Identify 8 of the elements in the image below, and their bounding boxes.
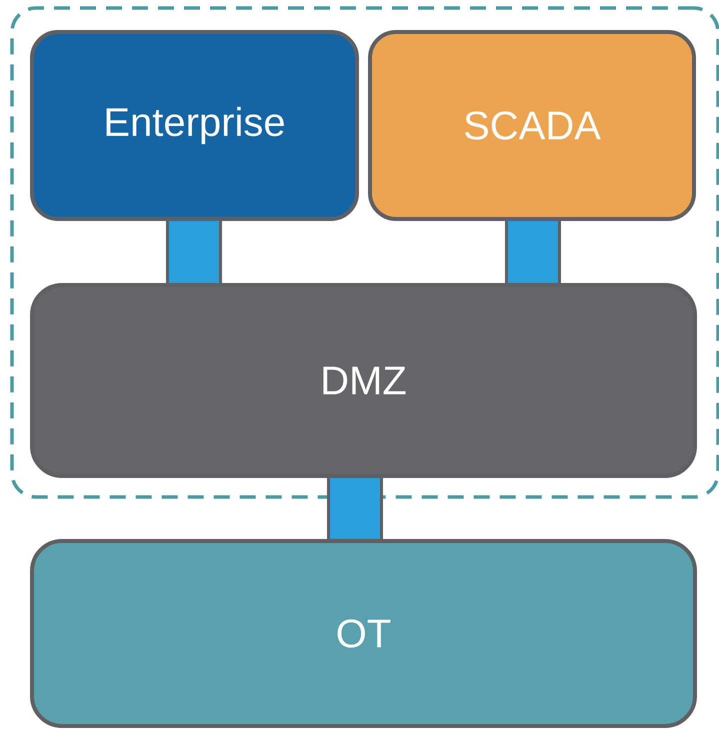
- zone-box: SCADA: [368, 30, 696, 221]
- connector-bar: [327, 478, 383, 539]
- dashed-boundary: [10, 6, 719, 499]
- connector-bar: [166, 221, 222, 283]
- connector-bar: [505, 221, 561, 283]
- zone-box: DMZ: [30, 283, 697, 478]
- zone-box: Enterprise: [30, 30, 359, 221]
- zone-box: OT: [30, 539, 697, 728]
